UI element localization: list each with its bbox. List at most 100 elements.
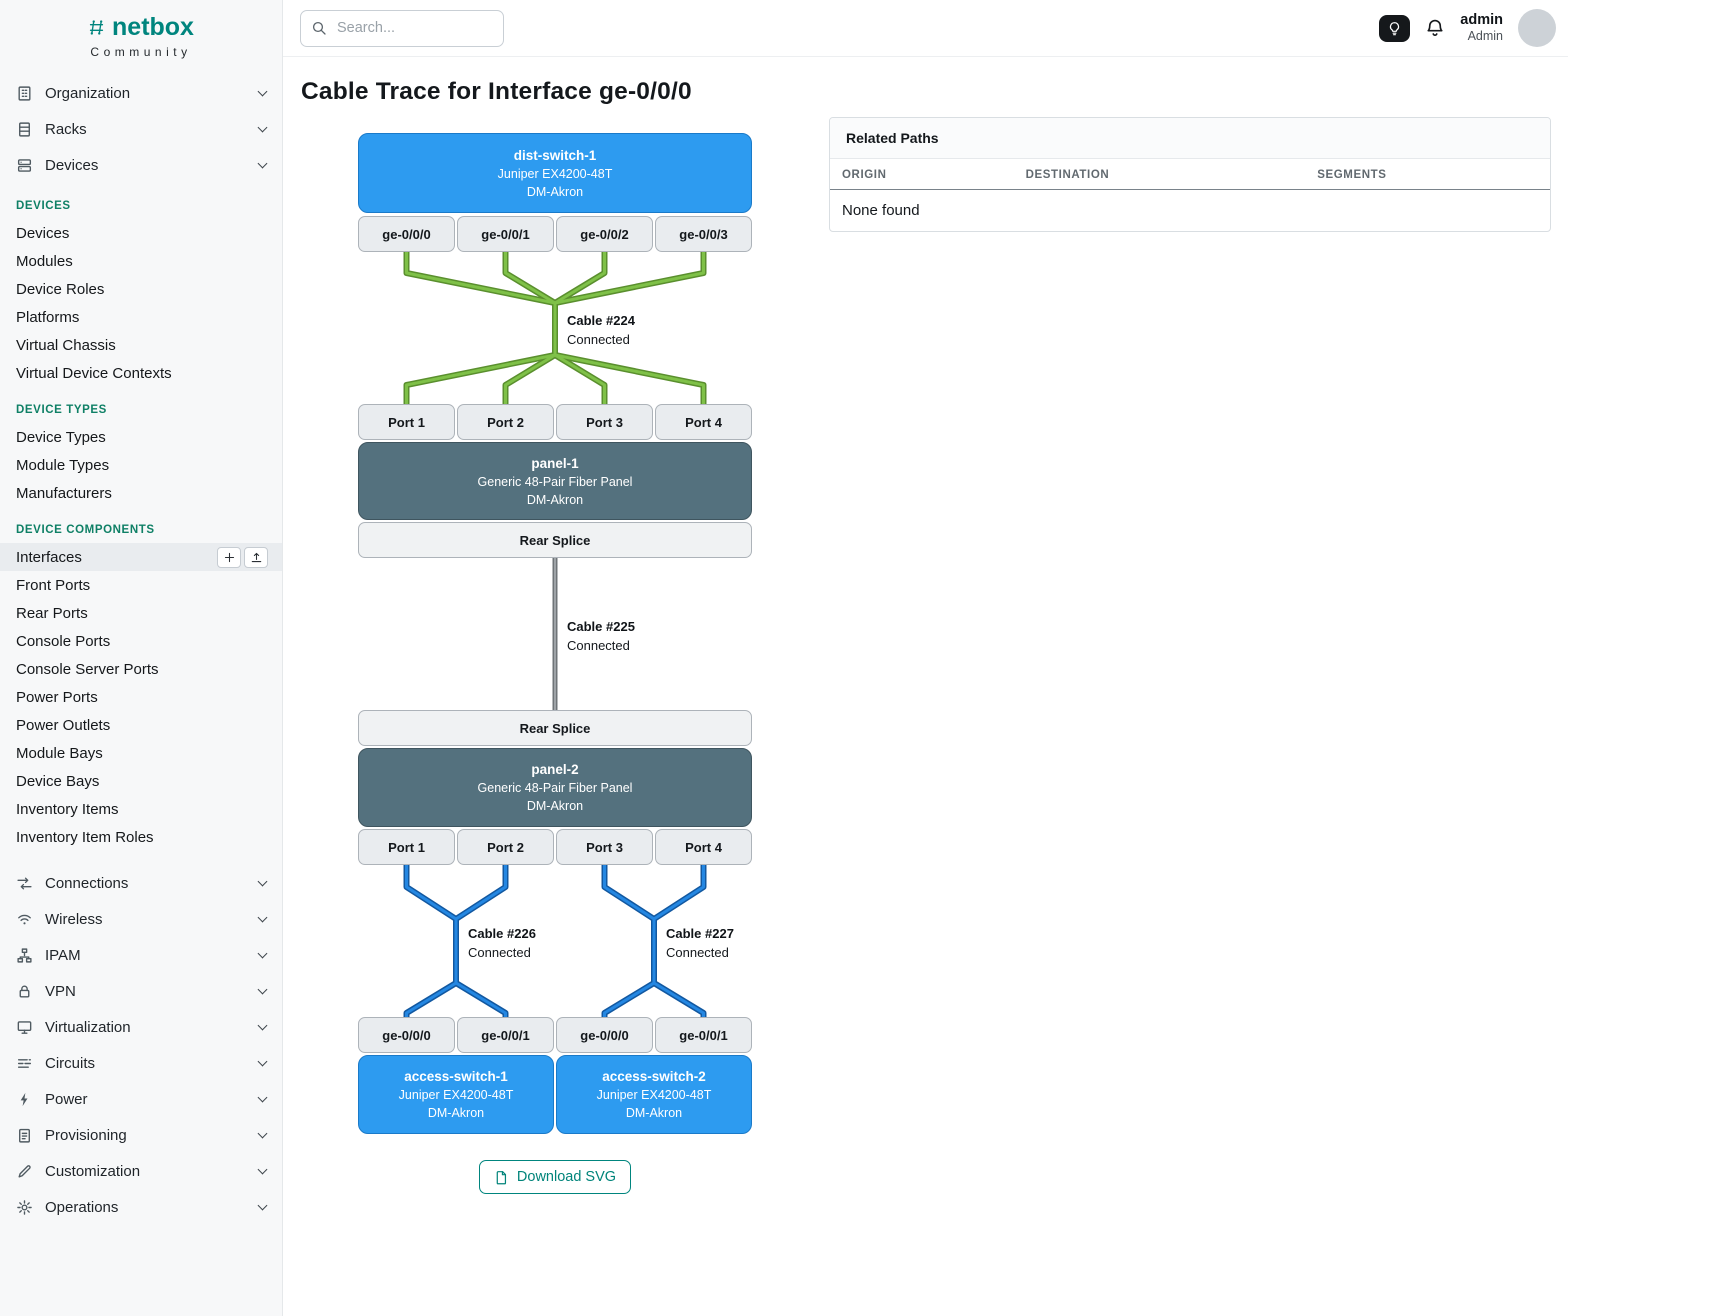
device-box-access-switch-1[interactable]: access-switch-1 Juniper EX4200-48T DM-Ak… [358, 1055, 554, 1134]
sidebar-item-label: Module Bays [16, 744, 103, 762]
sidebar-item-rear-ports[interactable]: Rear Ports [0, 599, 282, 627]
sidebar-item-manufacturers[interactable]: Manufacturers [0, 479, 282, 507]
interface-box-ge-0-0-1[interactable]: ge-0/0/1 [457, 216, 554, 252]
interfaces-add-button[interactable] [217, 546, 241, 568]
sidebar-item-power-outlets[interactable]: Power Outlets [0, 711, 282, 739]
device-model: Juniper EX4200-48T [497, 166, 613, 181]
interface-box-ge-0-0-2[interactable]: ge-0/0/2 [556, 216, 653, 252]
sidebar-nav: Organization Racks Devices DEVICES Devic… [0, 75, 282, 1225]
column-header-destination: DESTINATION [1013, 159, 1306, 190]
chevron-down-icon [257, 122, 268, 132]
sidebar-item-modules[interactable]: Modules [0, 247, 282, 275]
trace-column: dist-switch-1 Juniper EX4200-48T DM-Akro… [358, 133, 752, 1194]
sidebar-item-label: Inventory Item Roles [16, 828, 154, 846]
port-box-port-4[interactable]: Port 4 [655, 829, 752, 865]
sidebar-group-customization[interactable]: Customization [0, 1153, 282, 1189]
sidebar-item-device-types[interactable]: Device Types [0, 423, 282, 451]
topbar-right: admin Admin [1379, 9, 1556, 47]
interface-box-ge-0-0-0[interactable]: ge-0/0/0 [358, 1017, 455, 1053]
sidebar-group-circuits[interactable]: Circuits [0, 1045, 282, 1081]
cable-line [603, 865, 656, 1017]
device-box-panel-2[interactable]: panel-2 Generic 48-Pair Fiber Panel DM-A… [358, 748, 752, 827]
sidebar-item-device-bays[interactable]: Device Bays [0, 767, 282, 795]
sidebar-item-label: Provisioning [45, 1126, 127, 1144]
sidebar-group-power[interactable]: Power [0, 1081, 282, 1117]
port-box-port-1[interactable]: Port 1 [358, 404, 455, 440]
search-input[interactable] [300, 9, 504, 47]
interface-box-ge-0-0-0[interactable]: ge-0/0/0 [556, 1017, 653, 1053]
sidebar-item-inventory-item-roles[interactable]: Inventory Item Roles [0, 823, 282, 851]
sidebar-item-interfaces[interactable]: Interfaces [0, 543, 282, 571]
sidebar-group-wireless[interactable]: Wireless [0, 901, 282, 937]
pencil-icon [18, 1164, 31, 1178]
sidebar-group-organization[interactable]: Organization [0, 75, 282, 111]
device-box-dist-switch-1[interactable]: dist-switch-1 Juniper EX4200-48T DM-Akro… [358, 133, 752, 213]
sidebar-group-virtualization[interactable]: Virtualization [0, 1009, 282, 1045]
cable-line [405, 252, 557, 404]
sidebar-item-inventory-items[interactable]: Inventory Items [0, 795, 282, 823]
interface-box-ge-0-0-0[interactable]: ge-0/0/0 [358, 216, 455, 252]
sidebar-item-module-bays[interactable]: Module Bays [0, 739, 282, 767]
device-box-panel-1[interactable]: panel-1 Generic 48-Pair Fiber Panel DM-A… [358, 442, 752, 520]
sidebar-item-label: Console Server Ports [16, 660, 159, 678]
netbox-logo[interactable]: netbox Community [0, 0, 282, 65]
device-box-access-switch-2[interactable]: access-switch-2 Juniper EX4200-48T DM-Ak… [556, 1055, 752, 1134]
sidebar-item-virtual-device-contexts[interactable]: Virtual Device Contexts [0, 359, 282, 387]
theme-toggle-button[interactable] [1379, 14, 1411, 42]
sidebar-group-racks[interactable]: Racks [0, 111, 282, 147]
device-site: DM-Akron [526, 184, 584, 199]
cable-label-227[interactable]: Cable #227 Connected [666, 926, 734, 960]
cable-paths-svg [403, 252, 707, 1017]
sidebar-item-console-server-ports[interactable]: Console Server Ports [0, 655, 282, 683]
search-icon [312, 21, 326, 35]
sidebar-item-power-ports[interactable]: Power Ports [0, 683, 282, 711]
interface-box-ge-0-0-1[interactable]: ge-0/0/1 [655, 1017, 752, 1053]
download-svg-button[interactable]: Download SVG [478, 1160, 632, 1194]
interface-box-ge-0-0-1[interactable]: ge-0/0/1 [457, 1017, 554, 1053]
sidebar-item-label: Customization [45, 1162, 141, 1180]
port-box-port-2[interactable]: Port 2 [457, 829, 554, 865]
monitor-icon [17, 1020, 32, 1034]
port-box-port-2[interactable]: Port 2 [457, 404, 554, 440]
chevron-down-icon [257, 1128, 268, 1138]
sidebar-item-virtual-chassis[interactable]: Virtual Chassis [0, 331, 282, 359]
interfaces-import-button[interactable] [244, 546, 268, 568]
sidebar-item-label: Interfaces [16, 548, 82, 566]
sidebar-group-connections[interactable]: Connections [0, 865, 282, 901]
avatar[interactable] [1518, 9, 1556, 47]
port-box-port-1[interactable]: Port 1 [358, 829, 455, 865]
sidebar-item-devices[interactable]: Devices [0, 219, 282, 247]
sidebar-group-devices[interactable]: Devices [0, 147, 282, 183]
bell-icon[interactable] [1425, 18, 1445, 38]
sidebar-item-module-types[interactable]: Module Types [0, 451, 282, 479]
cable-label-225[interactable]: Cable #225 Connected [567, 619, 635, 653]
interface-box-ge-0-0-3[interactable]: ge-0/0/3 [655, 216, 752, 252]
sidebar-group-provisioning[interactable]: Provisioning [0, 1117, 282, 1153]
sidebar-item-front-ports[interactable]: Front Ports [0, 571, 282, 599]
sidebar-item-label: Virtual Chassis [16, 336, 116, 354]
user-menu[interactable]: admin Admin [1460, 11, 1503, 45]
port-box-port-3[interactable]: Port 3 [556, 829, 653, 865]
related-paths-card: Related Paths ORIGIN DESTINATION SEGMENT… [829, 117, 1551, 232]
empty-state-text: None found [842, 202, 920, 219]
rear-splice-box-panel-2[interactable]: Rear Splice [358, 710, 752, 746]
port-box-port-4[interactable]: Port 4 [655, 404, 752, 440]
sidebar-item-console-ports[interactable]: Console Ports [0, 627, 282, 655]
sidebar-group-ipam[interactable]: IPAM [0, 937, 282, 973]
search-box [300, 9, 504, 47]
sidebar-group-operations[interactable]: Operations [0, 1189, 282, 1225]
brand-subtitle: Community [90, 45, 192, 59]
sidebar-item-label: Inventory Items [16, 800, 119, 818]
port-box-port-3[interactable]: Port 3 [556, 404, 653, 440]
sidebar-group-vpn[interactable]: VPN [0, 973, 282, 1009]
sidebar-item-device-roles[interactable]: Device Roles [0, 275, 282, 303]
devices-icon [17, 158, 32, 172]
sidebar-item-platforms[interactable]: Platforms [0, 303, 282, 331]
cable-label-226[interactable]: Cable #226 Connected [468, 926, 536, 960]
sidebar-heading-device-components: DEVICE COMPONENTS [16, 524, 155, 536]
chevron-down-icon [257, 1056, 268, 1066]
cable-label-224[interactable]: Cable #224 Connected [567, 313, 635, 347]
rear-splice-box-panel-1[interactable]: Rear Splice [358, 522, 752, 558]
chevron-down-icon [257, 948, 268, 958]
cable-line [405, 865, 458, 1017]
